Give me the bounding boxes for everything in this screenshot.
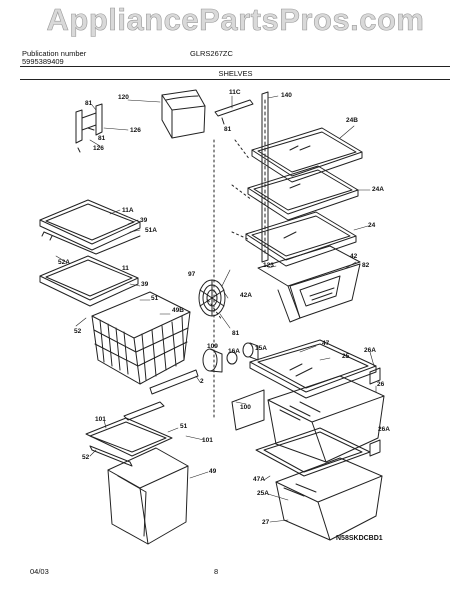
glass-shelf-11-part xyxy=(40,256,138,306)
callout-52: 52 xyxy=(74,328,82,335)
callout-81: 81 xyxy=(224,126,232,133)
callout-24: 24 xyxy=(368,222,376,229)
callout-15a: 15A xyxy=(255,345,267,352)
callout-81: 81 xyxy=(85,100,93,107)
callout-81: 81 xyxy=(232,330,240,337)
header-rule-top xyxy=(20,66,450,67)
section-title: SHELVES xyxy=(218,69,253,78)
callout-97: 97 xyxy=(188,271,196,278)
callout-25: 25 xyxy=(342,353,350,360)
shelf-rail-part xyxy=(262,92,268,262)
callout-24b: 24B xyxy=(346,117,358,124)
drawer-82-part xyxy=(258,246,360,322)
callout-49: 49 xyxy=(209,468,217,475)
footer-date: 04/03 xyxy=(30,567,49,576)
callout-52a: 52A xyxy=(58,259,70,266)
callout-2: 2 xyxy=(200,378,204,385)
callout-49b: 49B xyxy=(172,307,184,314)
callout-27: 27 xyxy=(262,519,270,526)
callout-126: 126 xyxy=(93,145,104,152)
callout-82: 82 xyxy=(362,262,370,269)
lower-pan-49-part xyxy=(108,448,188,544)
callout-24a: 24A xyxy=(372,186,384,193)
callout-42a: 42A xyxy=(240,292,252,299)
callout-123: 123 xyxy=(263,262,274,269)
lower-frame-part xyxy=(86,402,172,466)
page-number: 8 xyxy=(214,567,219,576)
callout-100: 100 xyxy=(240,404,251,411)
crisper-drawer-26-part xyxy=(268,376,384,462)
callout-39: 39 xyxy=(140,217,148,224)
callout-25a: 25A xyxy=(257,490,269,497)
small-bin-part xyxy=(162,90,205,138)
callout-51a: 51A xyxy=(145,227,157,234)
shelf-bracket-left-part xyxy=(76,104,102,152)
callout-101: 101 xyxy=(202,437,213,444)
callout-42: 42 xyxy=(350,253,358,260)
crisper-cover-part xyxy=(250,340,376,398)
shelf-trim-11c-part xyxy=(215,100,253,124)
callout-11c: 11C xyxy=(229,89,241,96)
wire-basket-part xyxy=(92,292,198,394)
callout-101: 101 xyxy=(95,416,106,423)
callout-26a: 26A xyxy=(364,347,376,354)
glass-shelf-24-part xyxy=(246,212,356,266)
drawing-code: N58SKDCBD1 xyxy=(336,535,383,542)
publication-number: 5995389409 xyxy=(22,57,64,66)
hub-parts xyxy=(203,343,258,372)
publication-label: Publication number xyxy=(22,49,87,58)
callout-16a: 16A xyxy=(228,348,240,355)
clip-parts xyxy=(370,368,380,456)
callout-51: 51 xyxy=(151,295,159,302)
model-number: GLRS267ZC xyxy=(190,49,233,58)
callout-11a: 11A xyxy=(122,207,134,214)
callout-39: 39 xyxy=(141,281,149,288)
callout-52: 52 xyxy=(82,454,90,461)
callout-26a: 26A xyxy=(378,426,390,433)
fan-guard-part xyxy=(199,280,225,316)
leader-lines xyxy=(56,96,376,522)
callout-51: 51 xyxy=(180,423,188,430)
glass-shelf-11a-part xyxy=(40,200,140,254)
header-rule-bottom xyxy=(20,79,450,80)
callout-26: 26 xyxy=(377,381,385,388)
callout-126: 126 xyxy=(130,127,141,134)
drawer-slide-100-part xyxy=(232,390,264,430)
callout-47a: 47A xyxy=(253,476,265,483)
callout-120: 120 xyxy=(118,94,129,101)
glass-shelf-24b-part xyxy=(252,128,362,182)
crisper-drawer-27-part xyxy=(276,458,382,540)
watermark: AppliancePartsPros.com xyxy=(46,2,425,38)
callout-47: 47 xyxy=(322,340,330,347)
callout-109: 109 xyxy=(207,343,218,350)
crisper-cover-47a-part xyxy=(256,428,370,476)
callout-11: 11 xyxy=(122,265,129,272)
callout-140: 140 xyxy=(281,92,292,99)
callout-81: 81 xyxy=(98,135,106,142)
